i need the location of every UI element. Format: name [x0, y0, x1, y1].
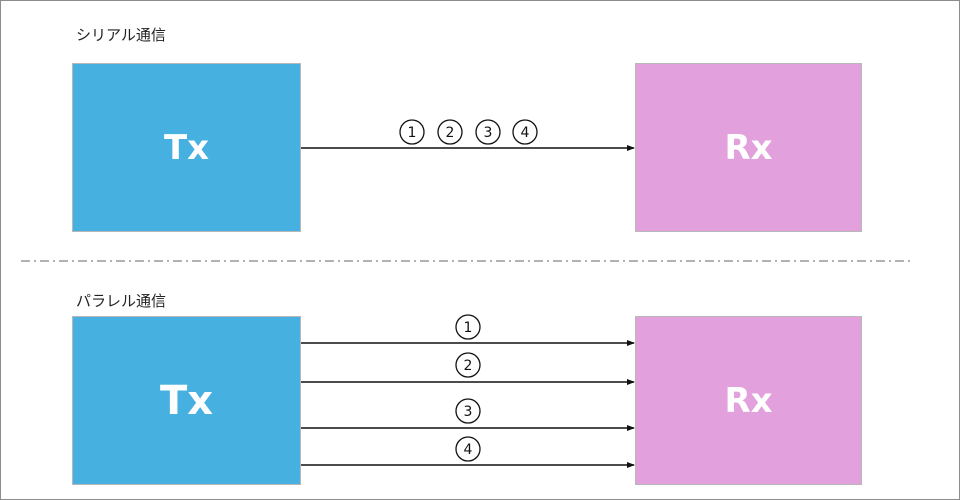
parallel-bit-2: 2 — [455, 352, 481, 378]
serial-rx-box: Rx — [635, 63, 862, 232]
serial-bit-4: 4 — [512, 119, 538, 145]
serial-section-title: シリアル通信 — [76, 26, 166, 44]
parallel-rx-box: Rx — [635, 316, 862, 485]
svg-text:2: 2 — [464, 358, 473, 374]
svg-text:3: 3 — [464, 404, 473, 420]
parallel-tx-label: Tx — [159, 377, 214, 424]
serial-rx-label: Rx — [724, 127, 773, 168]
svg-text:1: 1 — [408, 125, 417, 141]
svg-text:4: 4 — [464, 442, 473, 458]
serial-bit-3: 3 — [475, 119, 501, 145]
serial-bit-1: 1 — [399, 119, 425, 145]
parallel-bit-4: 4 — [455, 436, 481, 462]
svg-text:2: 2 — [446, 125, 455, 141]
svg-text:4: 4 — [521, 125, 530, 141]
serial-bit-2: 2 — [437, 119, 463, 145]
parallel-bit-1: 1 — [455, 314, 481, 340]
svg-text:1: 1 — [464, 320, 473, 336]
parallel-tx-box: Tx — [72, 316, 301, 485]
svg-text:3: 3 — [484, 125, 493, 141]
serial-tx-label: Tx — [163, 127, 210, 168]
parallel-rx-label: Rx — [724, 380, 773, 421]
serial-tx-box: Tx — [72, 63, 301, 232]
parallel-bit-3: 3 — [455, 398, 481, 424]
parallel-section-title: パラレル通信 — [76, 292, 167, 310]
